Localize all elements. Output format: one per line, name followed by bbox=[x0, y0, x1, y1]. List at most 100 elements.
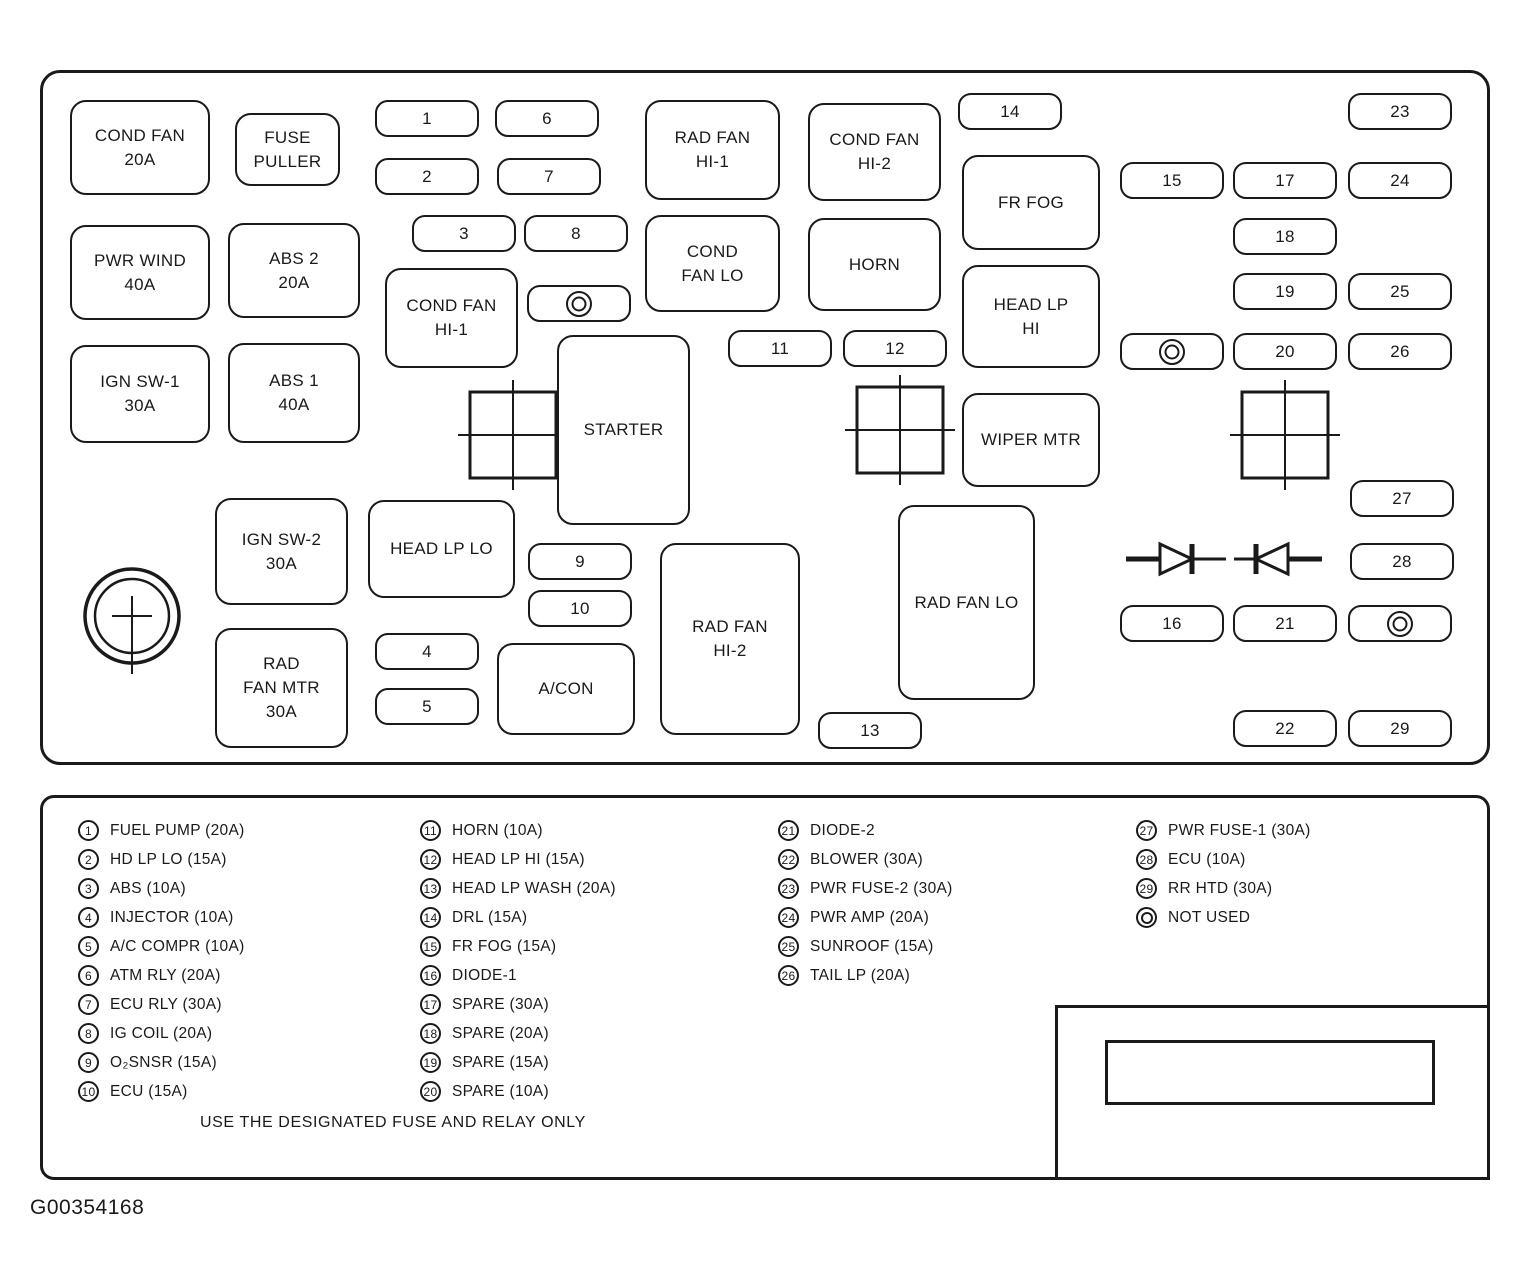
legend-label: FR FOG (15A) bbox=[452, 937, 557, 955]
block-horn: HORN bbox=[808, 218, 941, 311]
legend-number: 15 bbox=[420, 936, 441, 957]
block-rad-fan-hi-2: RAD FAN HI-2 bbox=[660, 543, 800, 735]
fuse-1: 1 bbox=[375, 100, 479, 137]
fuse-16: 16 bbox=[1120, 605, 1224, 642]
legend-label: HORN (10A) bbox=[452, 821, 543, 839]
legend-number: 4 bbox=[78, 907, 99, 928]
legend-number: 12 bbox=[420, 849, 441, 870]
fuse-10: 10 bbox=[528, 590, 632, 627]
relay-socket-icon bbox=[845, 375, 955, 485]
legend-label: IG COIL (20A) bbox=[110, 1024, 213, 1042]
block-rad-fan-lo: RAD FAN LO bbox=[898, 505, 1035, 700]
legend-label: SPARE (30A) bbox=[452, 995, 549, 1013]
block-abs-1-40a: ABS 1 40A bbox=[228, 343, 360, 443]
fuse-13: 13 bbox=[818, 712, 922, 749]
not-used-icon bbox=[1136, 907, 1157, 928]
block-rad-fan-hi-1: RAD FAN HI-1 bbox=[645, 100, 780, 200]
block-pwr-wind-40a: PWR WIND 40A bbox=[70, 225, 210, 320]
not-used-slot bbox=[1120, 333, 1224, 370]
legend-number: 29 bbox=[1136, 878, 1157, 899]
fuse-7: 7 bbox=[497, 158, 601, 195]
legend-label: ECU RLY (30A) bbox=[110, 995, 222, 1013]
fuse-19: 19 bbox=[1233, 273, 1337, 310]
legend-label: HEAD LP WASH (20A) bbox=[452, 879, 616, 897]
fuse-11: 11 bbox=[728, 330, 832, 367]
block-ign-sw-2-30a: IGN SW-2 30A bbox=[215, 498, 348, 605]
block-wiper-mtr: WIPER MTR bbox=[962, 393, 1100, 487]
grommet-icon bbox=[83, 567, 181, 674]
legend-label: HD LP LO (15A) bbox=[110, 850, 227, 868]
legend-label: BLOWER (30A) bbox=[810, 850, 923, 868]
legend-label: ATM RLY (20A) bbox=[110, 966, 221, 984]
fuse-26: 26 bbox=[1348, 333, 1452, 370]
legend-number: 20 bbox=[420, 1081, 441, 1102]
fuse-22: 22 bbox=[1233, 710, 1337, 747]
legend-label: PWR FUSE-1 (30A) bbox=[1168, 821, 1311, 839]
not-used-icon bbox=[1387, 610, 1413, 637]
legend-number: 3 bbox=[78, 878, 99, 899]
block-cond-fan-hi-2: COND FAN HI-2 bbox=[808, 103, 941, 201]
relay-socket-icon bbox=[1230, 380, 1340, 490]
fuse-28: 28 bbox=[1350, 543, 1454, 580]
legend-label: HEAD LP HI (15A) bbox=[452, 850, 585, 868]
legend-label: PWR AMP (20A) bbox=[810, 908, 930, 926]
not-used-slot bbox=[1348, 605, 1452, 642]
block-rad-fan-mtr-30a: RAD FAN MTR 30A bbox=[215, 628, 348, 748]
legend-label: PWR FUSE-2 (30A) bbox=[810, 879, 953, 897]
legend-item: NOT USED bbox=[1136, 907, 1311, 928]
legend-number: 26 bbox=[778, 965, 799, 986]
block-a-con: A/CON bbox=[497, 643, 635, 735]
fuse-23: 23 bbox=[1348, 93, 1452, 130]
fuse-27: 27 bbox=[1350, 480, 1454, 517]
not-used-icon bbox=[566, 290, 592, 317]
legend-number: 22 bbox=[778, 849, 799, 870]
legend-panel bbox=[40, 795, 1490, 1180]
fuse-8: 8 bbox=[524, 215, 628, 252]
legend-label: SPARE (15A) bbox=[452, 1053, 549, 1071]
legend-label: ABS (10A) bbox=[110, 879, 186, 897]
legend-label: SUNROOF (15A) bbox=[810, 937, 934, 955]
legend-label: ECU (15A) bbox=[110, 1082, 188, 1100]
fuse-12: 12 bbox=[843, 330, 947, 367]
legend-number: 8 bbox=[78, 1023, 99, 1044]
block-fr-fog: FR FOG bbox=[962, 155, 1100, 250]
fuse-29: 29 bbox=[1348, 710, 1452, 747]
fuse-14: 14 bbox=[958, 93, 1062, 130]
relay-socket-icon bbox=[458, 380, 568, 490]
fuse-25: 25 bbox=[1348, 273, 1452, 310]
legend-label: DIODE-2 bbox=[810, 821, 875, 839]
legend-number: 11 bbox=[420, 820, 441, 841]
legend-label: ECU (10A) bbox=[1168, 850, 1246, 868]
diode-2-icon bbox=[1234, 541, 1322, 577]
legend-number: 25 bbox=[778, 936, 799, 957]
legend-number: 9 bbox=[78, 1052, 99, 1073]
fuse-2: 2 bbox=[375, 158, 479, 195]
legend-number: 1 bbox=[78, 820, 99, 841]
block-head-lp-hi: HEAD LP HI bbox=[962, 265, 1100, 368]
block-head-lp-lo: HEAD LP LO bbox=[368, 500, 515, 598]
block-fuse-puller: FUSE PULLER bbox=[235, 113, 340, 186]
legend-number: 10 bbox=[78, 1081, 99, 1102]
legend-number: 14 bbox=[420, 907, 441, 928]
legend-item: 22 BLOWER (30A) bbox=[778, 849, 953, 870]
legend-item: 11 HORN (10A) bbox=[420, 820, 616, 841]
not-used-icon bbox=[1159, 338, 1185, 365]
not-used-slot bbox=[527, 285, 631, 322]
